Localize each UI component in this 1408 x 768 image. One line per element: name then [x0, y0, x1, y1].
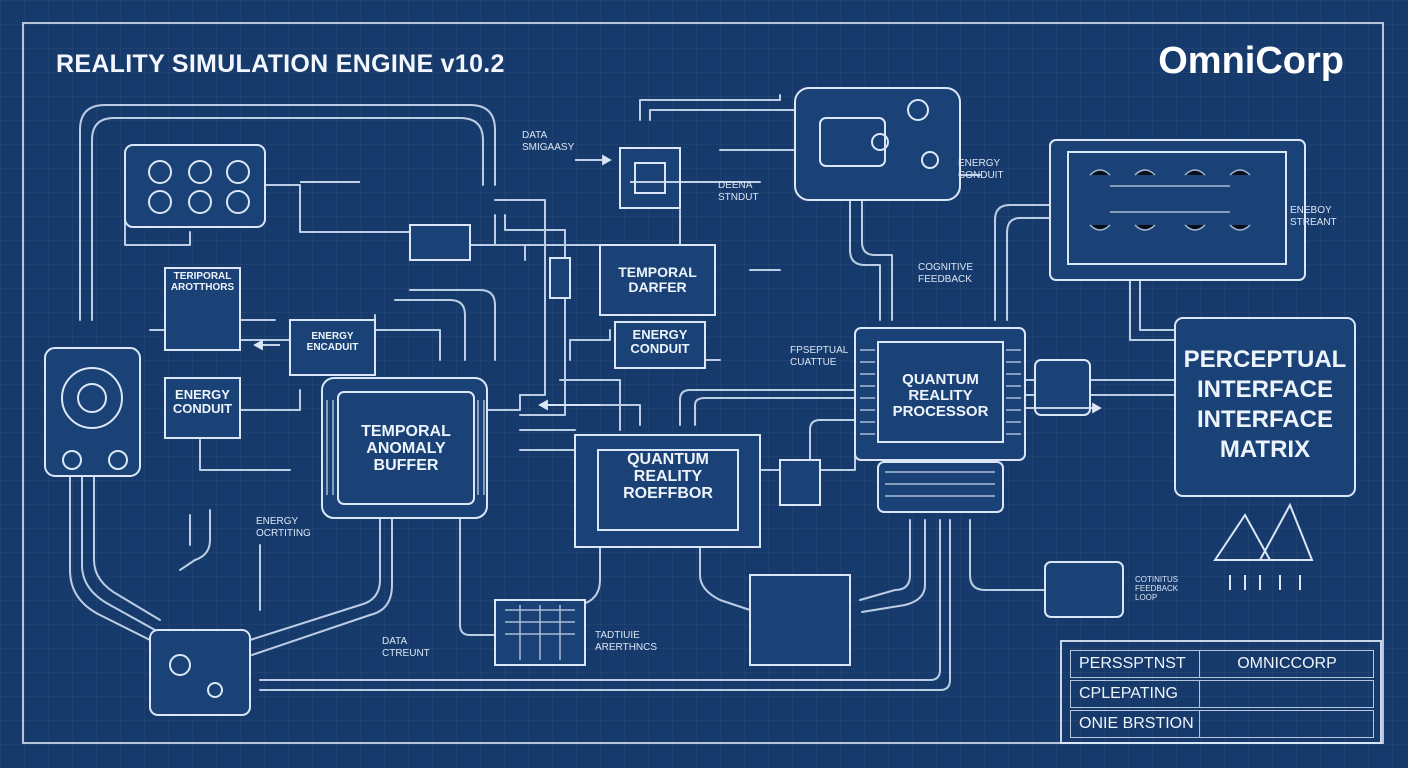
data-ctreunt-label: DATA CTREUNT [382, 636, 430, 659]
title-block-row: CPLEPATING [1070, 680, 1374, 708]
energy-encaduit-label: ENERGY ENCADUIT [306, 331, 359, 353]
energy-streant-label: ENEBOY STREANT [1290, 205, 1337, 228]
energy-ocrtiting-label: ENERGY OCRTITING [256, 516, 311, 539]
brand-logo: OmniCorp [1158, 40, 1344, 82]
energy-conduit-left-label: ENERGY CONDUIT [172, 387, 233, 416]
title-block-cell: ONIE BRSTION [1079, 715, 1194, 732]
teriporal-arotthors-label: TERIPORAL AROTTHORS [170, 271, 235, 293]
title-block-row: PERSSPTNST OMNICCORP [1070, 650, 1374, 678]
title-block: PERSSPTNST OMNICCORP CPLEPATING ONIE BRS… [1060, 640, 1382, 744]
cognitive-feedback-label: COGNITIVE FEEDBACK [918, 262, 974, 285]
temporal-darfer-label: TEMPORAL DARFER [618, 264, 697, 295]
energy-conduit-center-label: ENERGY CONDUIT [630, 327, 690, 356]
quantum-reality-roeffbor-label: QUANTUM REALITY ROEFFBOR [623, 451, 713, 502]
energy-conduit-top-label: ENERGY CONDUIT [958, 158, 1004, 181]
cognitive-feedback-loop-label: COTINITUS FEEDBACK LOOP [1135, 575, 1179, 603]
title-block-cell: PERSSPTNST [1079, 655, 1186, 672]
blueprint-border [22, 22, 1384, 744]
title-block-cell: OMNICCORP [1237, 655, 1337, 672]
diagram-title: REALITY SIMULATION ENGINE v10.2 [56, 50, 505, 78]
title-block-row: ONIE BRSTION [1070, 710, 1374, 738]
perceptual-interface-matrix-label: PERCEPTUAL INTERFACE INTERFACE MATRIX [1183, 346, 1347, 463]
temporal-anomaly-buffer-label: TEMPORAL ANOMALY BUFFER [361, 423, 451, 474]
deena-stndut-label: DEENA STNDUT [718, 180, 759, 203]
fpseptual-cuattue-label: FPSEPTUAL CUATTUE [790, 345, 849, 368]
tadtiuie-arerthncs-label: TADTIUIE ARERTHNCS [595, 630, 658, 653]
data-smigaasy-label: DATA SMIGAASY [522, 130, 575, 153]
title-block-cell: CPLEPATING [1079, 685, 1178, 702]
quantum-reality-processor-label: QUANTUM REALITY PROCESSOR [892, 371, 989, 420]
